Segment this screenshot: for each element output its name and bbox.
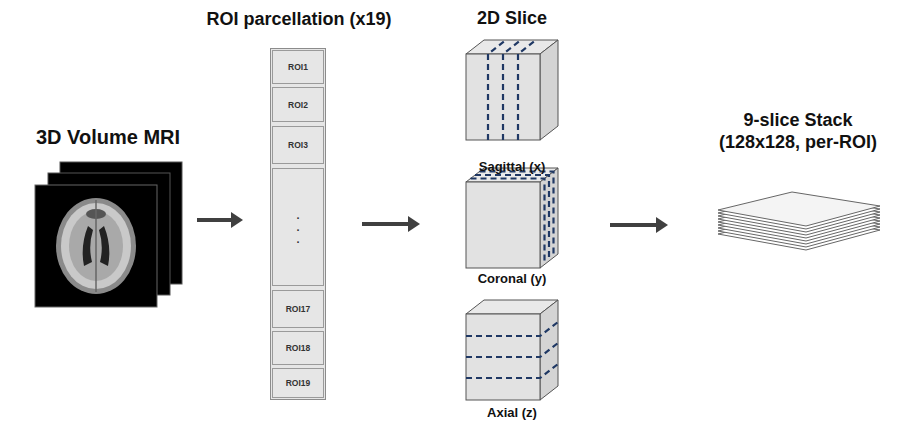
node-heading: 3D Volume MRI xyxy=(2,125,214,149)
roi-box: ROI3 xyxy=(272,126,324,164)
slice-stack-node: 9-slice Stack (128x128, per-ROI) xyxy=(712,190,887,250)
view-label: Coronal (y) xyxy=(452,271,572,286)
mri-volume: 3D Volume MRI xyxy=(22,125,194,315)
roi-column: ROI parcellation (x19)ROI1ROI2ROI3. . .R… xyxy=(270,48,326,400)
section-heading: 2D Slice xyxy=(452,8,572,29)
view-label: Sagittal (x) xyxy=(452,159,572,174)
node-heading: ROI parcellation (x19) xyxy=(181,9,417,31)
flow-arrow xyxy=(610,217,668,233)
node-heading: 9-slice Stack (128x128, per-ROI) xyxy=(706,110,890,153)
axial-cube xyxy=(466,300,558,400)
flow-arrow xyxy=(197,212,243,228)
slice-stack xyxy=(718,192,880,250)
roi-box: ROI18 xyxy=(272,331,324,365)
roi-label: ROI2 xyxy=(288,100,308,110)
coronal-cube xyxy=(466,168,558,268)
roi-box: ROI1 xyxy=(272,50,324,84)
flow-arrow xyxy=(362,216,420,232)
ellipsis-label: . . . xyxy=(295,209,301,245)
roi-label: ROI3 xyxy=(288,140,308,150)
roi-label: ROI17 xyxy=(286,304,311,314)
slice-cube: Coronal (y) xyxy=(462,164,562,286)
roi-label: ROI18 xyxy=(286,343,311,353)
roi-box: . . . xyxy=(272,168,324,286)
slice-cube: Axial (z) xyxy=(462,296,562,420)
roi-box: ROI17 xyxy=(272,290,324,328)
roi-box: ROI2 xyxy=(272,87,324,122)
mri-stack xyxy=(35,162,182,307)
slice-cube: Sagittal (x) xyxy=(462,36,562,174)
sagittal-cube xyxy=(466,40,558,140)
roi-label: ROI1 xyxy=(288,62,308,72)
roi-label: ROI19 xyxy=(286,378,311,388)
roi-box: ROI19 xyxy=(272,368,324,398)
view-label: Axial (z) xyxy=(452,405,572,420)
